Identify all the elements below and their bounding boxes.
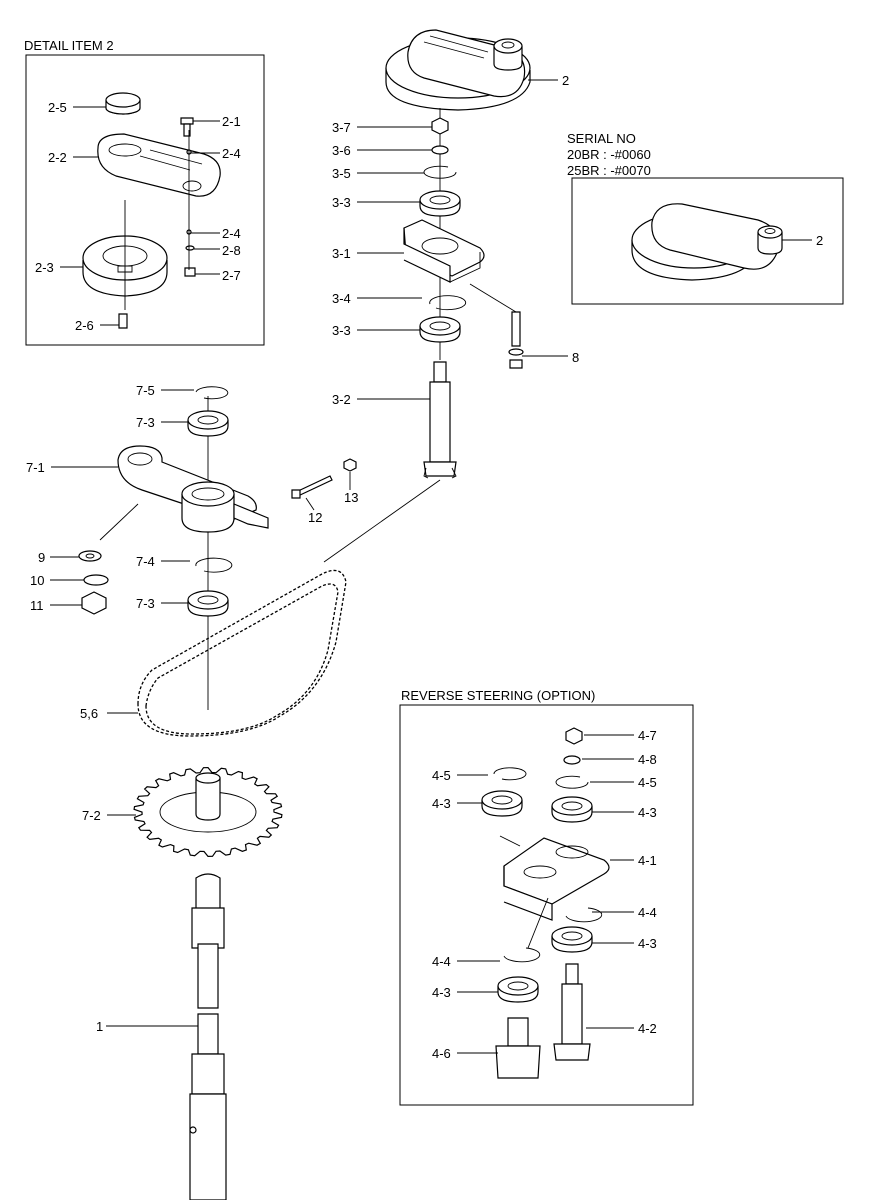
label-4-5a: 4-5 [432, 768, 451, 783]
label-2-4a: 2-4 [222, 146, 241, 161]
label-2-main: 2 [562, 73, 569, 88]
drive-chain: 5,6 [80, 479, 441, 737]
label-7-3a: 7-3 [136, 415, 155, 430]
serial-title: SERIAL NO [567, 131, 636, 146]
label-2-8: 2-8 [222, 243, 241, 258]
label-2-2: 2-2 [48, 150, 67, 165]
bolt-part [180, 117, 194, 137]
snap-ring-lower [429, 295, 467, 311]
label-4-1: 4-1 [638, 853, 657, 868]
label-7-1: 7-1 [26, 460, 45, 475]
label-7-2: 7-2 [82, 808, 101, 823]
detail-item-2-title: DETAIL ITEM 2 [24, 38, 114, 53]
label-3-7: 3-7 [332, 120, 351, 135]
bearing-upper [419, 190, 461, 217]
label-11: 11 [30, 598, 44, 613]
label-4-6: 4-6 [432, 1046, 451, 1061]
label-1: 1 [96, 1019, 103, 1034]
washer-part [431, 145, 449, 155]
label-4-2: 4-2 [638, 1021, 657, 1036]
label-4-4a: 4-4 [638, 905, 657, 920]
serial-panel: SERIAL NO 20BR : -#0060 25BR : -#0070 2 [567, 131, 844, 305]
screw-part [118, 313, 128, 329]
label-12: 12 [308, 510, 322, 525]
label-4-8: 4-8 [638, 752, 657, 767]
label-4-3d: 4-3 [432, 985, 451, 1000]
label-3-6: 3-6 [332, 143, 351, 158]
steering-column: 1 [96, 873, 227, 1200]
bearing-lower [419, 316, 461, 343]
label-7-3b: 7-3 [136, 596, 155, 611]
label-3-4: 3-4 [332, 291, 351, 306]
label-2-4b: 2-4 [222, 226, 241, 241]
serial-20br: 20BR : -#0060 [567, 147, 651, 162]
label-2-5: 2-5 [48, 100, 67, 115]
label-3-1: 3-1 [332, 246, 351, 261]
serial-25br: 25BR : -#0070 [567, 163, 651, 178]
label-4-4b: 4-4 [432, 954, 451, 969]
label-13: 13 [344, 490, 358, 505]
label-2-1: 2-1 [222, 114, 241, 129]
reverse-steering-panel: REVERSE STEERING (OPTION) 4-7 4-8 [399, 688, 694, 1106]
label-5-6: 5,6 [80, 706, 98, 721]
label-8: 8 [572, 350, 579, 365]
label-7-5: 7-5 [136, 383, 155, 398]
label-4-3c: 4-3 [638, 936, 657, 951]
steering-knob-assembly: 2 [385, 29, 569, 111]
label-3-3b: 3-3 [332, 323, 351, 338]
housing-part [403, 219, 485, 283]
label-3-5: 3-5 [332, 166, 351, 181]
reverse-steering-title: REVERSE STEERING (OPTION) [401, 688, 595, 703]
label-4-3b: 4-3 [638, 805, 657, 820]
knob-cap-part [105, 92, 141, 115]
label-3-3a: 3-3 [332, 195, 351, 210]
label-9: 9 [38, 550, 45, 565]
label-2-serial: 2 [816, 233, 823, 248]
driven-sprocket: 7-2 [82, 766, 283, 858]
nut-part [431, 117, 449, 135]
label-2-7: 2-7 [222, 268, 241, 283]
snap-ring-part [423, 165, 457, 179]
label-10: 10 [30, 573, 44, 588]
label-3-2: 3-2 [332, 392, 351, 407]
mount-bolt [469, 283, 524, 369]
label-4-3a: 4-3 [432, 796, 451, 811]
label-4-7: 4-7 [638, 728, 657, 743]
column-stack: 3-7 3-6 3-5 3-3 3-1 3-4 3-3 8 3-2 [332, 108, 579, 479]
handle-plate-part [97, 133, 221, 197]
label-2-6: 2-6 [75, 318, 94, 333]
label-2-3: 2-3 [35, 260, 54, 275]
label-7-4: 7-4 [136, 554, 155, 569]
steering-shaft [423, 361, 457, 479]
detail-item-2-panel: DETAIL ITEM 2 [24, 38, 265, 346]
label-4-5b: 4-5 [638, 775, 657, 790]
tensioner-assembly: 7-5 7-3 7-1 12 13 9 7-4 10 11 7-3 [26, 383, 358, 710]
